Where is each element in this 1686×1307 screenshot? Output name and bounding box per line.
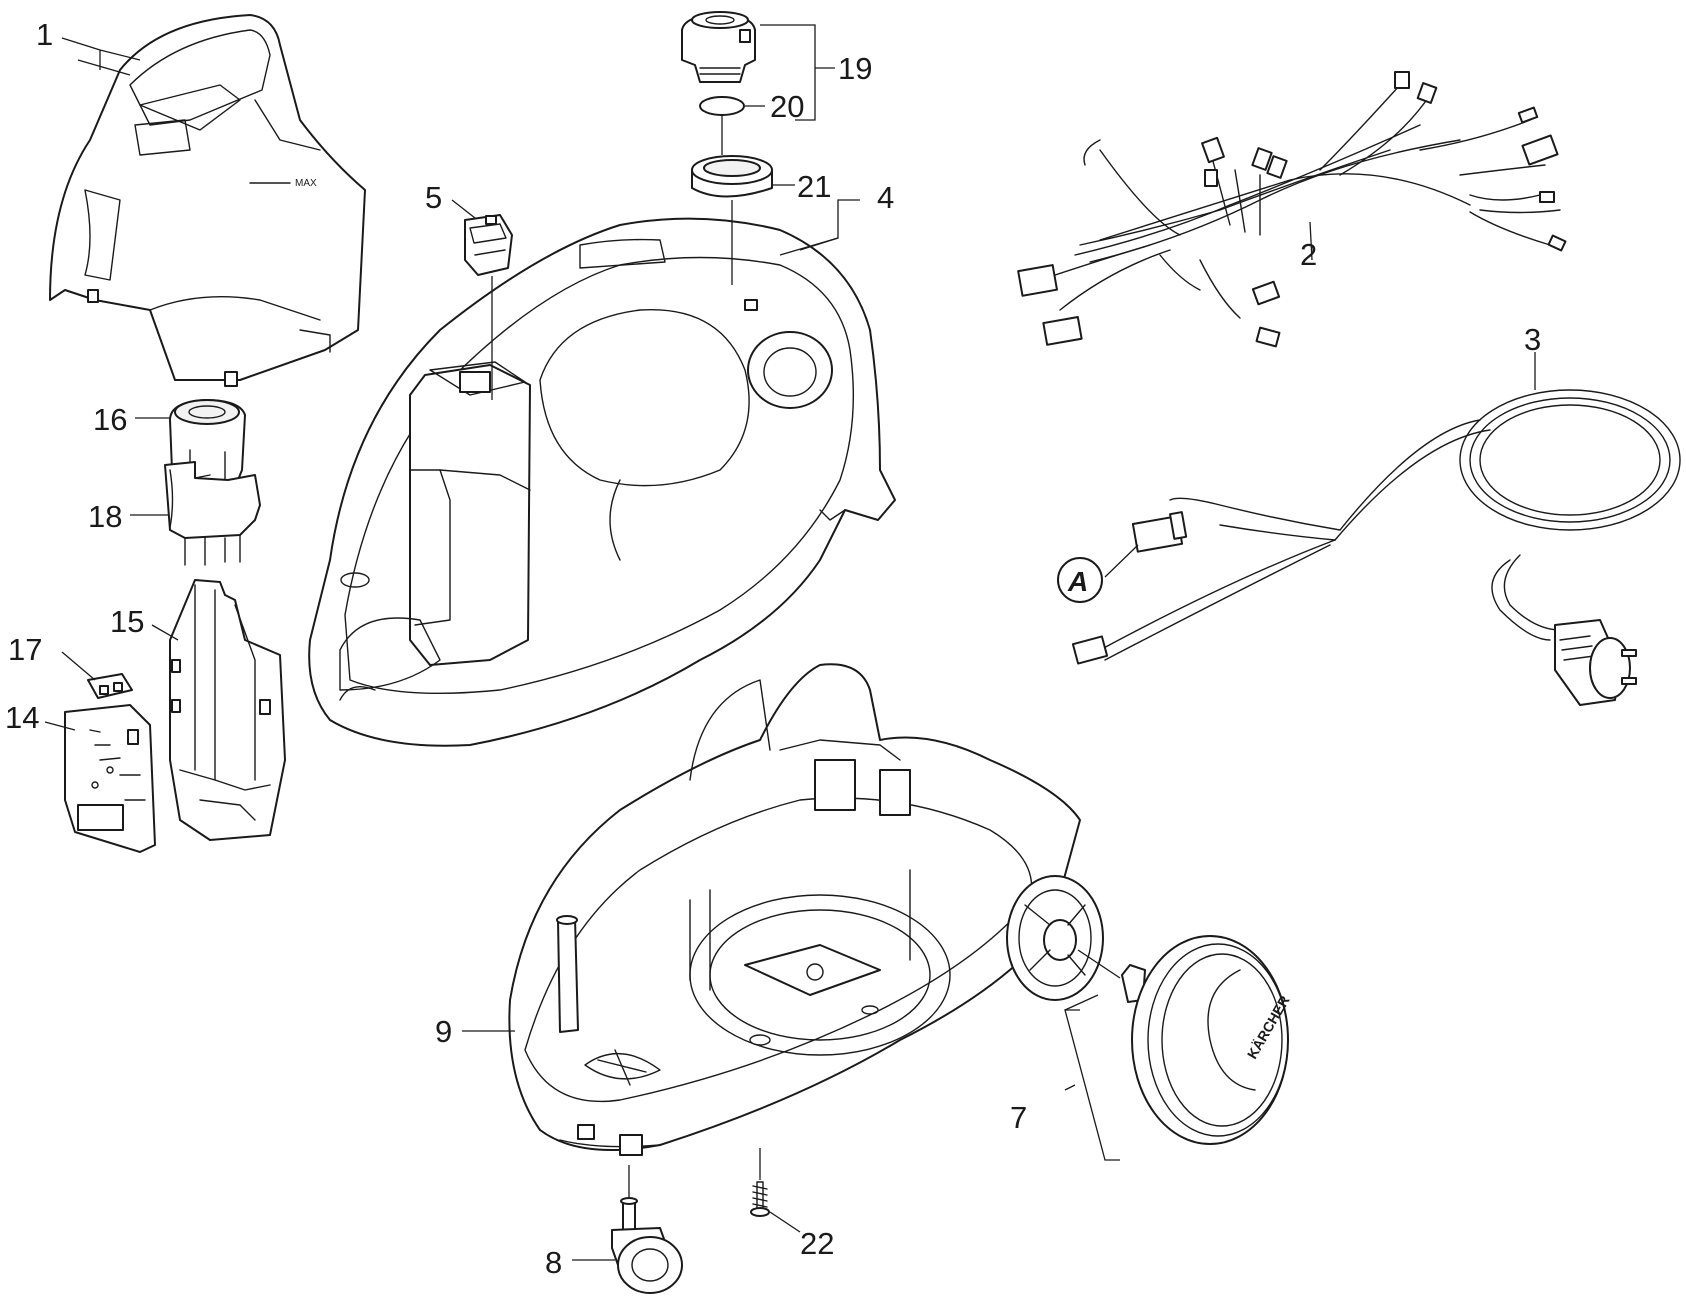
part-8-castor <box>611 1197 683 1294</box>
part-7-wheel: KÄRCHER <box>1121 935 1293 1145</box>
part-1-tank-cover: MAX <box>49 14 366 387</box>
callout-5: 5 <box>425 180 442 215</box>
callout-19: 19 <box>838 51 872 86</box>
callout-9: 9 <box>435 1014 452 1049</box>
callout-20: 20 <box>770 89 804 124</box>
callout-3: 3 <box>1524 322 1541 357</box>
part-14-main-pcb <box>64 704 156 853</box>
connector-marker-a-label: A <box>1067 566 1088 597</box>
callout-8: 8 <box>545 1245 562 1280</box>
part-2-wiring-harness <box>1017 71 1567 348</box>
callout-21: 21 <box>797 169 831 204</box>
part-17-small-board <box>87 673 133 699</box>
callout-4: 4 <box>877 180 894 215</box>
callout-14: 14 <box>5 700 39 735</box>
part-5-rocker-switch <box>464 214 513 276</box>
callout-22: 22 <box>800 1226 834 1261</box>
callout-17: 17 <box>8 632 42 667</box>
part-15-electronics-housing <box>169 579 286 841</box>
max-fill-label: MAX <box>295 178 317 189</box>
callout-1: 1 <box>36 17 53 52</box>
part-19-filler-cap <box>681 11 756 83</box>
connector-marker-a: A <box>1057 557 1103 603</box>
part-22-screw <box>750 1181 770 1217</box>
part-3-power-cord <box>1071 389 1681 706</box>
part-21-seal-ring <box>691 155 773 198</box>
part-20-o-ring <box>699 96 745 116</box>
part-9-lower-housing <box>508 663 1081 1156</box>
callout-labels: 1 2 3 4 5 7 8 9 14 15 16 17 18 19 20 21 … <box>5 17 1541 1280</box>
wheel-hub <box>1006 875 1104 1001</box>
callout-18: 18 <box>88 499 122 534</box>
callout-16: 16 <box>93 402 127 437</box>
callout-2: 2 <box>1300 237 1317 272</box>
callout-7: 7 <box>1010 1100 1027 1135</box>
part-18-filter-holder <box>164 461 261 566</box>
part-4-upper-housing <box>308 217 896 747</box>
leader-lines <box>44 24 1536 1261</box>
callout-15: 15 <box>110 604 144 639</box>
